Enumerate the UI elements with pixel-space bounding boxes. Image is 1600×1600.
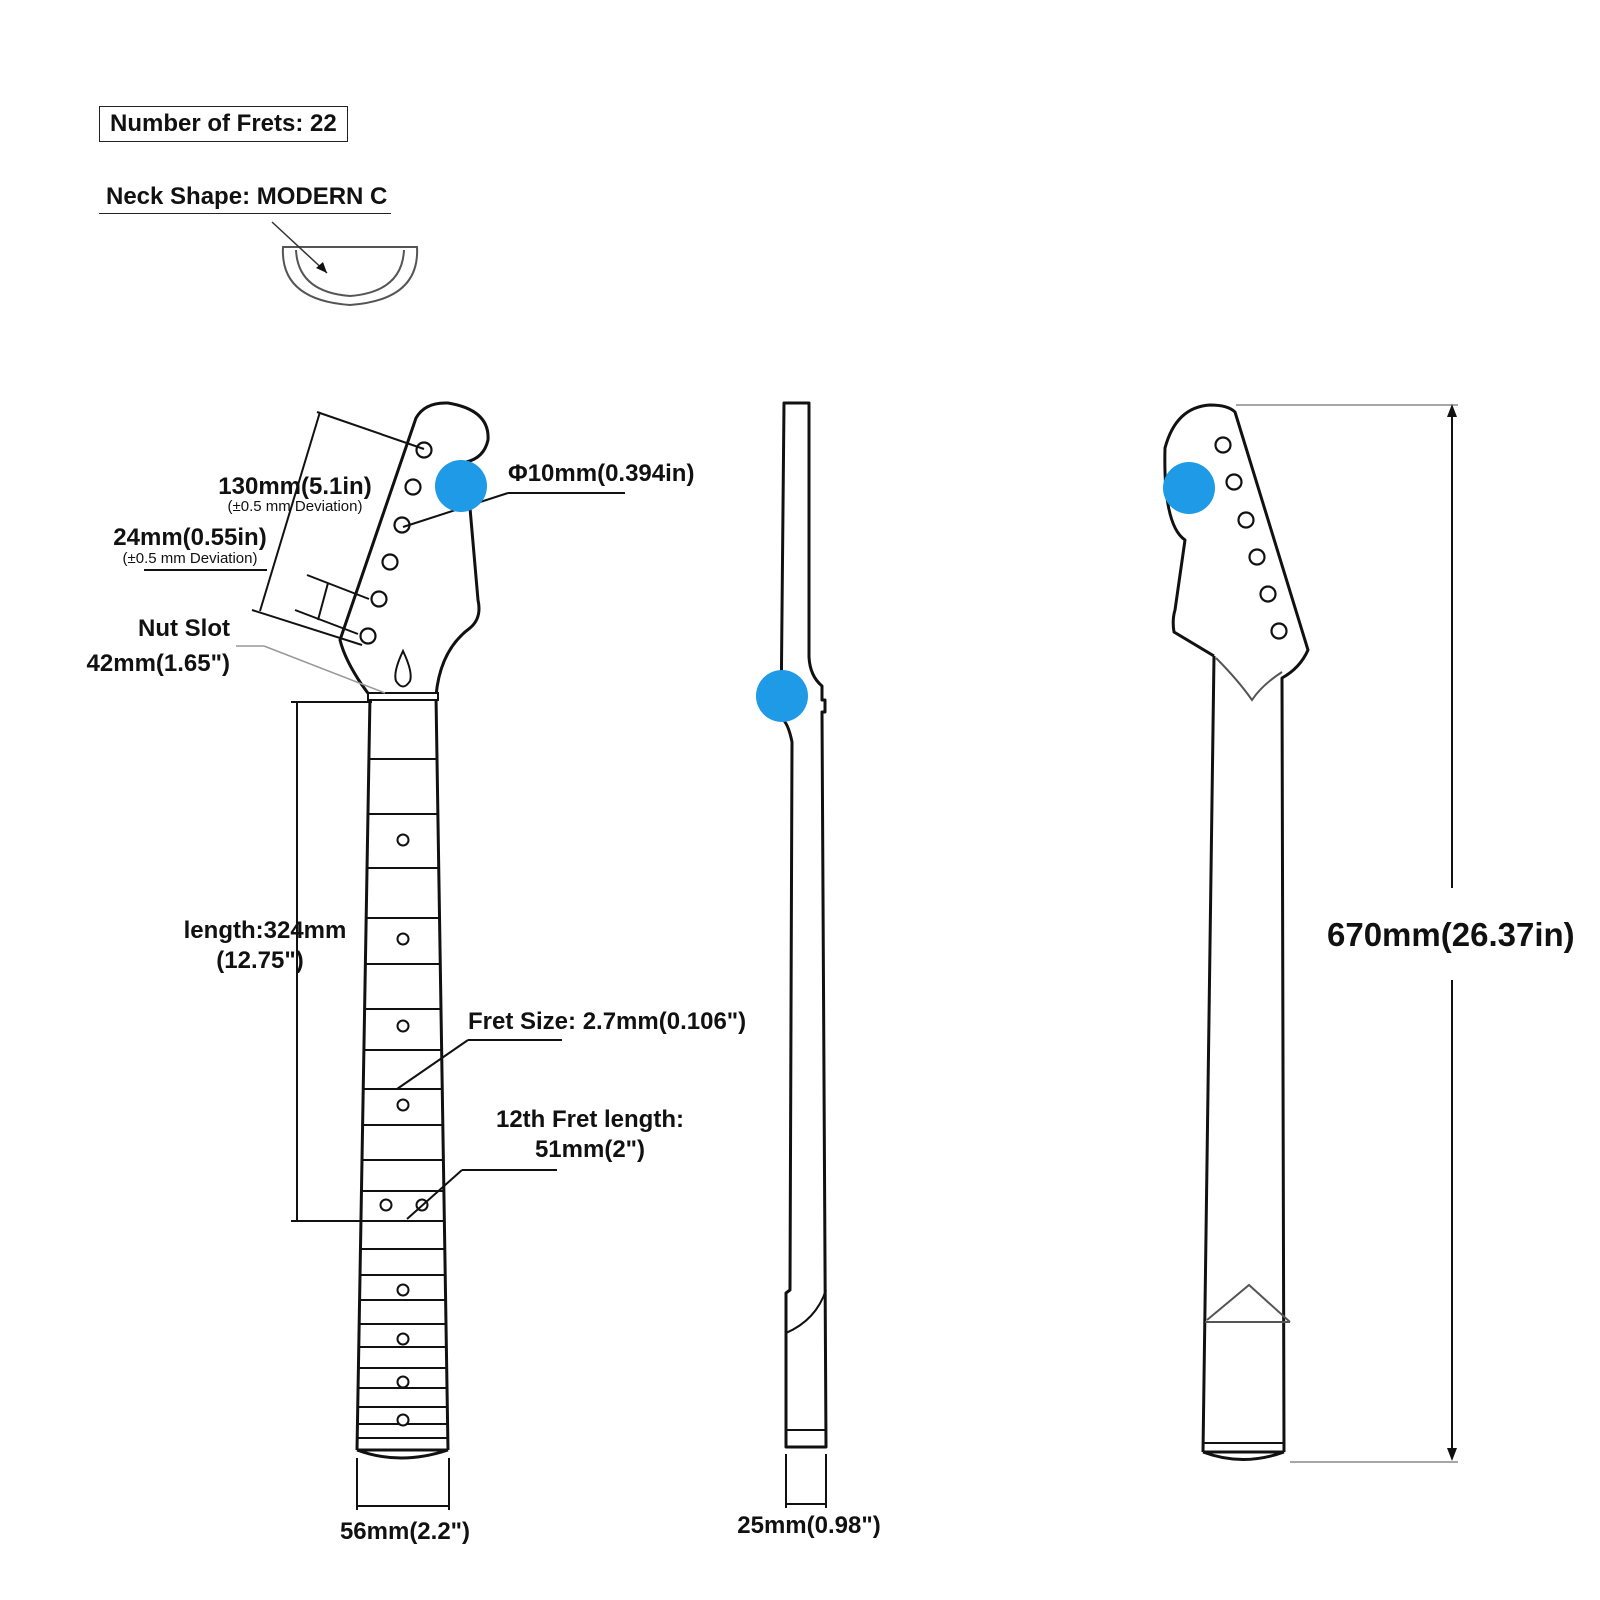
nut-slot-value: 42mm(1.65") [86, 650, 230, 677]
fret-size-label: Fret Size: 2.7mm(0.106") [468, 1008, 747, 1035]
back-view-volute [1215, 657, 1283, 702]
fret-size-leader [396, 1039, 562, 1090]
tuner-hole [370, 590, 388, 608]
headstock-length-label: 130mm(5.1in) [218, 473, 372, 500]
tuner-deviation-label: (±0.5 mm Deviation) [122, 550, 258, 567]
nut-slot-leader [236, 645, 386, 694]
frets-count-box: Number of Frets: 22 [99, 106, 348, 142]
marker-dot-side[interactable] [756, 670, 808, 722]
front-view-neck [338, 401, 490, 1460]
headstock-dimension [251, 411, 425, 646]
fret-marker-dot [396, 1098, 410, 1112]
tuner-hole [1214, 436, 1232, 454]
neck-shape-icon [271, 221, 419, 307]
fret-marker-dot [396, 1283, 410, 1297]
tuner-hole [404, 478, 422, 496]
tuner-hole [1225, 473, 1243, 491]
back-tuner-holes [1214, 436, 1288, 640]
tuner-spacing-dimension [144, 569, 370, 635]
fret-marker-dot [379, 1198, 393, 1212]
tuner-hole [1237, 511, 1255, 529]
back-view-neck [1163, 403, 1310, 1461]
tuner-hole [415, 441, 433, 459]
marker-dot-front[interactable] [435, 460, 487, 512]
front-view-nut [367, 692, 439, 701]
twelfth-fret-leader [406, 1169, 557, 1220]
tuner-hole [381, 553, 399, 571]
fret-marker-dot [396, 1019, 410, 1033]
fretboard-length-label: length:324mm [183, 917, 347, 944]
heel-width-label: 56mm(2.2") [339, 1518, 471, 1545]
front-tuner-holes [359, 441, 433, 645]
tuner-hole [1259, 585, 1277, 603]
tuner-hole [359, 627, 377, 645]
total-length-dimension [1236, 404, 1458, 1463]
front-fret-lines [357, 758, 448, 1439]
headstock-deviation-label: (±0.5 mm Deviation) [227, 498, 363, 515]
fret-marker-dot [396, 1332, 410, 1346]
thickness-label: 25mm(0.98") [737, 1512, 881, 1539]
fret-marker-dot [396, 932, 410, 946]
fretboard-length-inches: (12.75") [216, 947, 304, 974]
fretboard-length-dimension [291, 701, 372, 1222]
total-length-label: 670mm(26.37in) [1327, 916, 1575, 953]
thickness-dimension [785, 1454, 827, 1508]
hole-diameter-leader [402, 492, 625, 528]
headstock-logo-icon [394, 648, 412, 688]
fret-marker-dot [396, 833, 410, 847]
heel-width-dimension [356, 1458, 450, 1510]
neck-shape-label: Neck Shape: MODERN C [99, 183, 392, 214]
tuner-hole [1248, 548, 1266, 566]
side-view-neck [779, 401, 828, 1449]
marker-dot-back[interactable] [1163, 462, 1215, 514]
back-view-heel-cut [1205, 1283, 1291, 1323]
fret-marker-dot [396, 1375, 410, 1389]
nut-slot-title: Nut Slot [138, 615, 230, 642]
twelfth-fret-value: 51mm(2") [534, 1136, 646, 1163]
front-fret-markers [379, 833, 429, 1427]
tuner-hole [1270, 622, 1288, 640]
fret-marker-dot [396, 1413, 410, 1427]
hole-diameter-label: Φ10mm(0.394in) [508, 460, 695, 487]
twelfth-fret-label: 12th Fret length: [495, 1106, 684, 1133]
tuner-spacing-label: 24mm(0.55in) [113, 524, 267, 551]
